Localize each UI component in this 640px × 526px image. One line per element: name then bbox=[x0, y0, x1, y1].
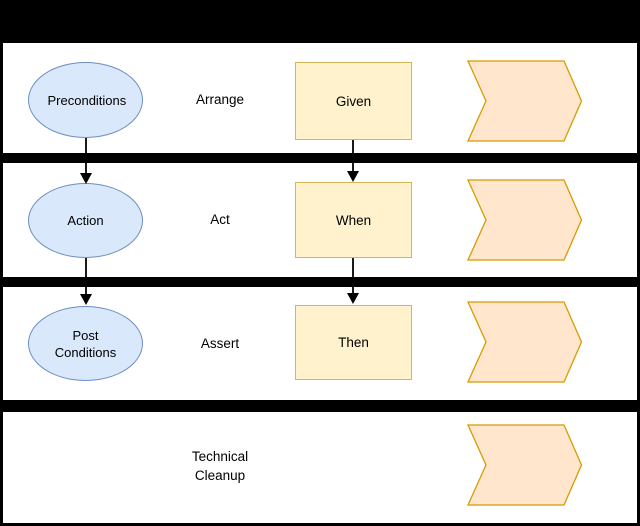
chevron-shape-row3 bbox=[467, 301, 583, 383]
stage-label-assert: Assert bbox=[200, 336, 240, 351]
action-ellipse: Action bbox=[28, 183, 143, 258]
separator-band-3 bbox=[0, 400, 640, 412]
given-label: Given bbox=[335, 93, 372, 109]
bottom-border bbox=[0, 523, 640, 526]
preconditions-ellipse: Preconditions bbox=[28, 62, 143, 138]
chevron-shape-row4 bbox=[467, 424, 583, 506]
chevron-shape-row1 bbox=[467, 60, 583, 142]
then-label: Then bbox=[338, 335, 369, 350]
given-box: Given bbox=[295, 62, 412, 140]
right-border bbox=[637, 43, 640, 526]
preconditions-label: Preconditions bbox=[47, 92, 127, 108]
post-conditions-ellipse: Post Conditions bbox=[28, 306, 143, 381]
then-box: Then bbox=[295, 305, 412, 380]
post-conditions-label: Post Conditions bbox=[54, 327, 117, 360]
stage-label-act: Act bbox=[210, 212, 230, 227]
chevron-shape-row2 bbox=[467, 179, 583, 261]
stage-label-arrange: Arrange bbox=[195, 92, 245, 107]
separator-band-2 bbox=[0, 277, 640, 287]
stage-label-technical-cleanup: Technical Cleanup bbox=[191, 449, 249, 483]
left-border bbox=[0, 43, 3, 526]
action-label: Action bbox=[67, 213, 104, 228]
separator-band-1 bbox=[0, 153, 640, 163]
when-box: When bbox=[295, 182, 412, 258]
top-black-band bbox=[0, 0, 640, 43]
when-label: When bbox=[335, 212, 372, 228]
